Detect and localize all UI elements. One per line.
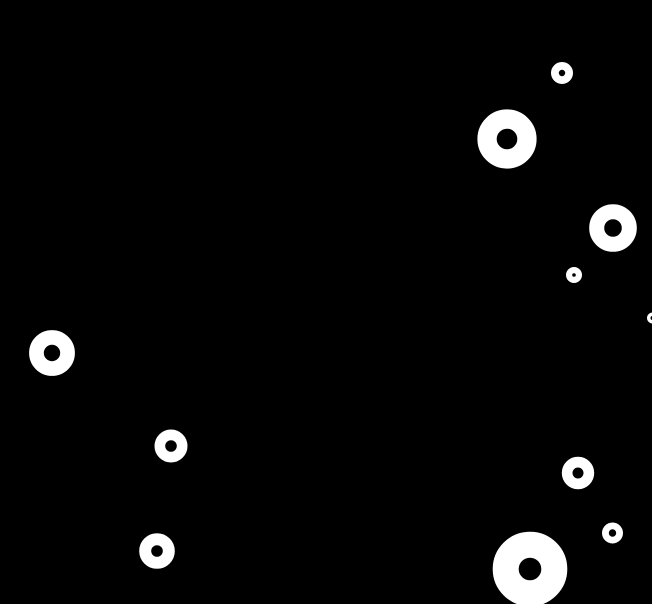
donut-marker-7[interactable] — [154, 429, 188, 463]
donut-marker-3[interactable] — [589, 204, 637, 252]
donut-marker-8[interactable] — [561, 456, 595, 490]
donut-marker-11[interactable] — [492, 531, 568, 604]
donut-marker-2[interactable] — [477, 109, 537, 169]
donut-marker-10[interactable] — [139, 533, 175, 569]
donut-marker-1[interactable] — [551, 62, 574, 85]
donut-marker-9[interactable] — [602, 522, 624, 544]
donut-marker-6[interactable] — [29, 330, 75, 376]
donut-marker-5[interactable] — [647, 312, 652, 324]
donut-marker-4[interactable] — [565, 267, 582, 284]
